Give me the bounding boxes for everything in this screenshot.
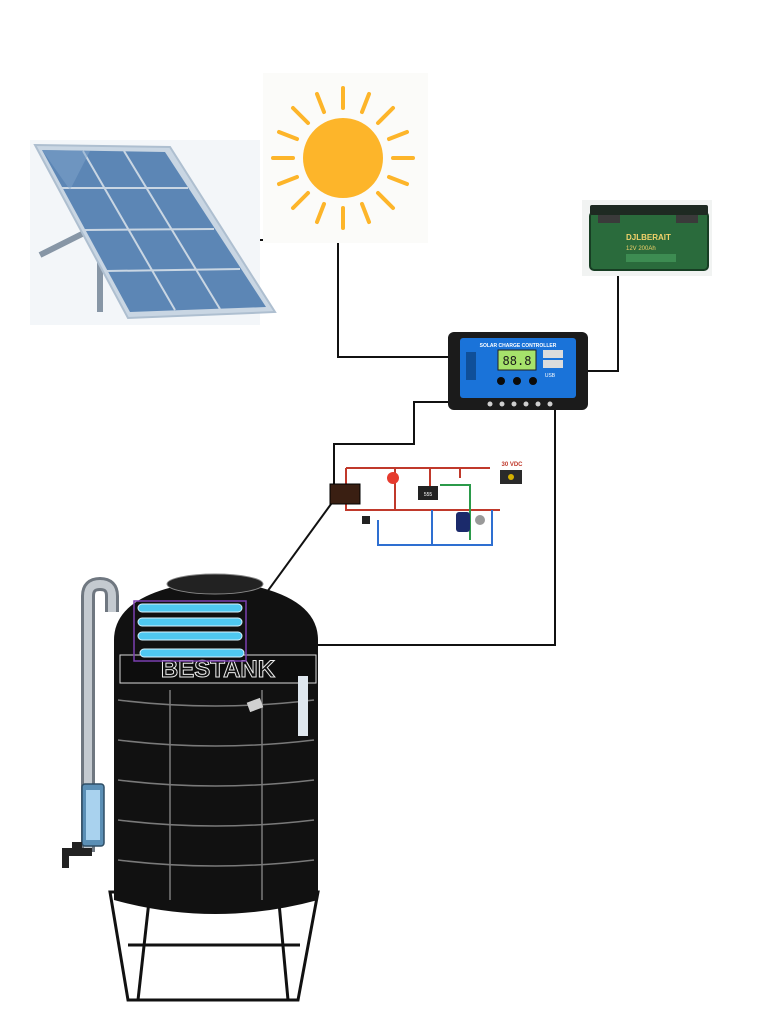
battery-spec: 12V 200Ah xyxy=(626,246,656,252)
wire-controller-circuit xyxy=(333,401,462,490)
sun-icon xyxy=(263,73,428,243)
uv-tube xyxy=(137,617,243,627)
filter-window xyxy=(86,790,100,840)
wire-controller-tank xyxy=(318,403,556,646)
pipe xyxy=(81,576,119,852)
panel-glare xyxy=(42,150,90,190)
battery-brand: DJLBERAIT xyxy=(626,233,671,242)
usb-port xyxy=(543,350,563,358)
wire-panel-controller xyxy=(245,239,450,358)
capacitor xyxy=(456,512,470,532)
battery-icon: DJLBERAIT 12V 200Ah xyxy=(582,200,712,276)
potentiometer xyxy=(475,515,485,525)
uv-tubes xyxy=(133,600,247,662)
controller-title: SOLAR CHARGE CONTROLLER xyxy=(480,343,557,349)
sun-disc xyxy=(303,118,383,198)
controller-button xyxy=(513,377,521,385)
water-tank-icon: BESTANK xyxy=(108,573,320,1002)
circuit-trace-red xyxy=(345,468,500,511)
battery-stripe xyxy=(626,254,676,262)
panel-brace xyxy=(38,227,92,258)
chip xyxy=(418,486,438,500)
panel-cells xyxy=(42,150,266,312)
circuit-trace-blue xyxy=(377,510,493,546)
transistor xyxy=(362,516,370,524)
voltage-label: 30 VDC xyxy=(501,462,523,468)
controller-lcd-value: 88.8 xyxy=(503,354,532,368)
sun-rays xyxy=(271,86,415,230)
controller-lcd xyxy=(497,349,537,371)
uv-frame xyxy=(133,600,247,662)
faucet-icon xyxy=(62,842,92,868)
panel-grid xyxy=(62,150,241,311)
charge-controller-icon: SOLAR CHARGE CONTROLLER 88.8 USB xyxy=(448,332,588,410)
led xyxy=(387,472,399,484)
tank-ribs xyxy=(117,690,315,900)
uv-tube xyxy=(139,648,245,658)
uv-tube xyxy=(137,603,243,613)
tank-brand: BESTANK xyxy=(161,656,276,683)
level-sensor xyxy=(298,676,308,736)
solar-panel-icon xyxy=(30,140,277,325)
controller-terminals xyxy=(487,401,553,407)
power-jack-pin xyxy=(508,474,514,480)
chip-label: 555 xyxy=(424,492,433,498)
wire-battery-controller xyxy=(585,262,619,372)
wires xyxy=(245,239,619,646)
battery-handle xyxy=(676,215,698,223)
controller-indicators xyxy=(466,352,476,380)
tank-lid xyxy=(166,573,264,595)
uv-tube xyxy=(137,631,243,641)
controller-button xyxy=(497,377,505,385)
controller-button xyxy=(529,377,537,385)
battery-handle xyxy=(598,215,620,223)
relay xyxy=(329,483,361,505)
usb-label: USB xyxy=(545,373,556,379)
tank-body xyxy=(114,580,318,914)
tank-brand-band xyxy=(119,654,317,684)
inlet-fitting xyxy=(246,697,264,713)
tank-stand xyxy=(108,890,320,1002)
usb-port xyxy=(543,360,563,368)
battery-top xyxy=(590,205,708,215)
circuit-board-icon: 555 30 VDC xyxy=(329,462,523,546)
